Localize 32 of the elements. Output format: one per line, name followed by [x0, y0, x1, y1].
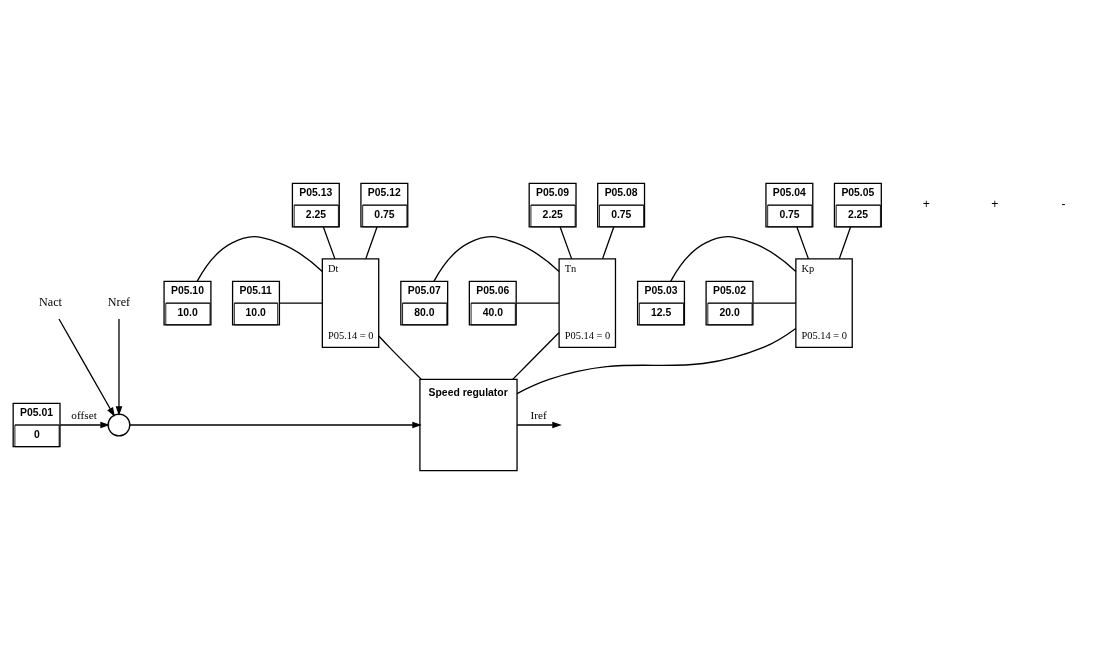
edge-label: offset	[71, 408, 97, 421]
connector	[322, 225, 336, 260]
arrow	[115, 317, 123, 416]
connector	[838, 225, 852, 260]
connector	[378, 334, 422, 380]
connector	[670, 235, 797, 282]
connector	[365, 225, 378, 260]
connector	[752, 302, 797, 304]
node-circle	[107, 413, 131, 436]
arrow	[59, 421, 110, 428]
edge-label: Iref	[530, 408, 547, 421]
node-box: Kp P05.14 = 0	[795, 257, 853, 348]
label: +	[922, 196, 930, 211]
connector	[512, 331, 560, 380]
label: +	[991, 196, 999, 211]
arrow	[129, 421, 422, 428]
connector	[601, 225, 615, 260]
node-text: Nref	[107, 294, 131, 309]
connector	[516, 327, 797, 394]
node-text: Nact	[39, 294, 62, 309]
node-box: Tn P05.14 = 0	[558, 257, 617, 348]
node-box: Speed regulator	[419, 378, 518, 471]
label: -	[1061, 196, 1066, 211]
connector	[515, 302, 560, 304]
connector	[559, 225, 573, 260]
connector	[279, 302, 323, 304]
arrow	[58, 317, 115, 417]
node-box: Dt P05.14 = 0	[321, 257, 380, 348]
connector	[796, 225, 810, 260]
connector	[433, 235, 560, 282]
arrow	[516, 421, 562, 428]
connector	[196, 235, 323, 282]
